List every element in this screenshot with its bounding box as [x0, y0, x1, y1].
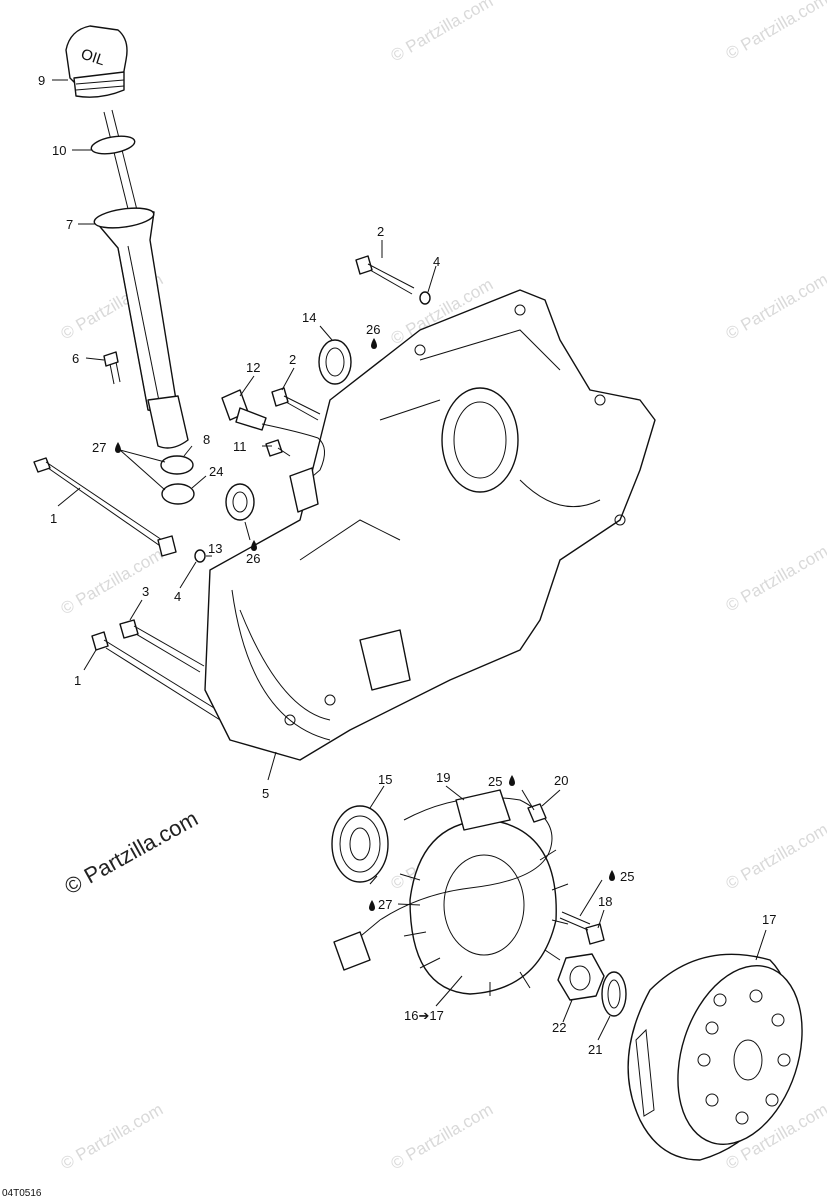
- diagram-code: 04T0516: [2, 1188, 42, 1199]
- watermark-text: © Partzilla.com: [723, 542, 827, 616]
- watermark-text: © Partzilla.com: [388, 1100, 497, 1174]
- callout-13: 13: [208, 541, 222, 556]
- callout-18: 18: [598, 894, 612, 909]
- crankcase: [204, 289, 656, 761]
- bearing: [331, 805, 389, 883]
- callout-17: 17: [762, 912, 776, 927]
- drop-icon: [371, 338, 377, 349]
- drop-icon: [251, 540, 257, 551]
- callout-12: 12: [246, 360, 260, 375]
- callout-1: 1: [74, 673, 81, 688]
- stator: [409, 819, 557, 995]
- nut: [557, 953, 605, 1001]
- callout-15: 15: [378, 772, 392, 787]
- callout-26: 26: [246, 551, 260, 566]
- callout-4: 4: [174, 589, 181, 604]
- leader-lines: [52, 79, 767, 1041]
- callout-22: 22: [552, 1020, 566, 1035]
- watermark-text: © Partzilla.com: [723, 0, 827, 63]
- callout-16-17: 16➔17: [404, 1008, 444, 1023]
- watermark-text: © Partzilla.com: [388, 0, 497, 65]
- callout-26: 26: [366, 322, 380, 337]
- callout-20: 20: [554, 773, 568, 788]
- oil-cap: [65, 25, 128, 89]
- callout-14: 14: [302, 310, 316, 325]
- oil-dipstick-assembly: OIL: [65, 25, 195, 505]
- callout-8: 8: [203, 432, 210, 447]
- oil-seal: [318, 339, 352, 385]
- drop-icon: [369, 900, 375, 911]
- stator-assembly: [331, 789, 569, 996]
- callout-6: 6: [72, 351, 79, 366]
- drop-icon: [509, 775, 515, 786]
- oil-seal-lower: [225, 483, 255, 521]
- callout-27: 27: [378, 897, 392, 912]
- callout-27: 27: [92, 440, 106, 455]
- callout-9: 9: [38, 73, 45, 88]
- callout-11: 11: [233, 439, 247, 454]
- adhesive-drop-icons: [115, 338, 615, 911]
- callout-25: 25: [488, 774, 502, 789]
- callout-5: 5: [262, 786, 269, 801]
- speed-sensor: [221, 389, 325, 513]
- watermark-text: © Partzilla.com: [58, 1100, 167, 1174]
- rotor: [627, 953, 803, 1161]
- callout-1: 1: [50, 511, 57, 526]
- callout-3: 3: [142, 584, 149, 599]
- watermark-text: © Partzilla.com: [723, 820, 827, 894]
- callout-19: 19: [436, 770, 450, 785]
- callout-2: 2: [377, 224, 384, 239]
- callout-25: 25: [620, 869, 634, 884]
- oil-cap-label: OIL: [79, 46, 107, 70]
- copyright-text: © Partzilla.com: [60, 806, 202, 900]
- drop-icon: [115, 442, 121, 453]
- crankcase-body: [204, 289, 656, 761]
- callout-21: 21: [588, 1042, 602, 1057]
- drop-icon: [609, 870, 615, 881]
- callout-7: 7: [66, 217, 73, 232]
- callout-24: 24: [209, 464, 223, 479]
- callout-2: 2: [289, 352, 296, 367]
- callout-4: 4: [433, 254, 440, 269]
- callouts: 9 10 7 6 27 8 24 1 12 2 14 26 2 4 11 13 …: [38, 73, 776, 1057]
- callout-10: 10: [52, 143, 66, 158]
- watermark-text: © Partzilla.com: [723, 270, 827, 344]
- watermark-text: © Partzilla.com: [58, 545, 167, 619]
